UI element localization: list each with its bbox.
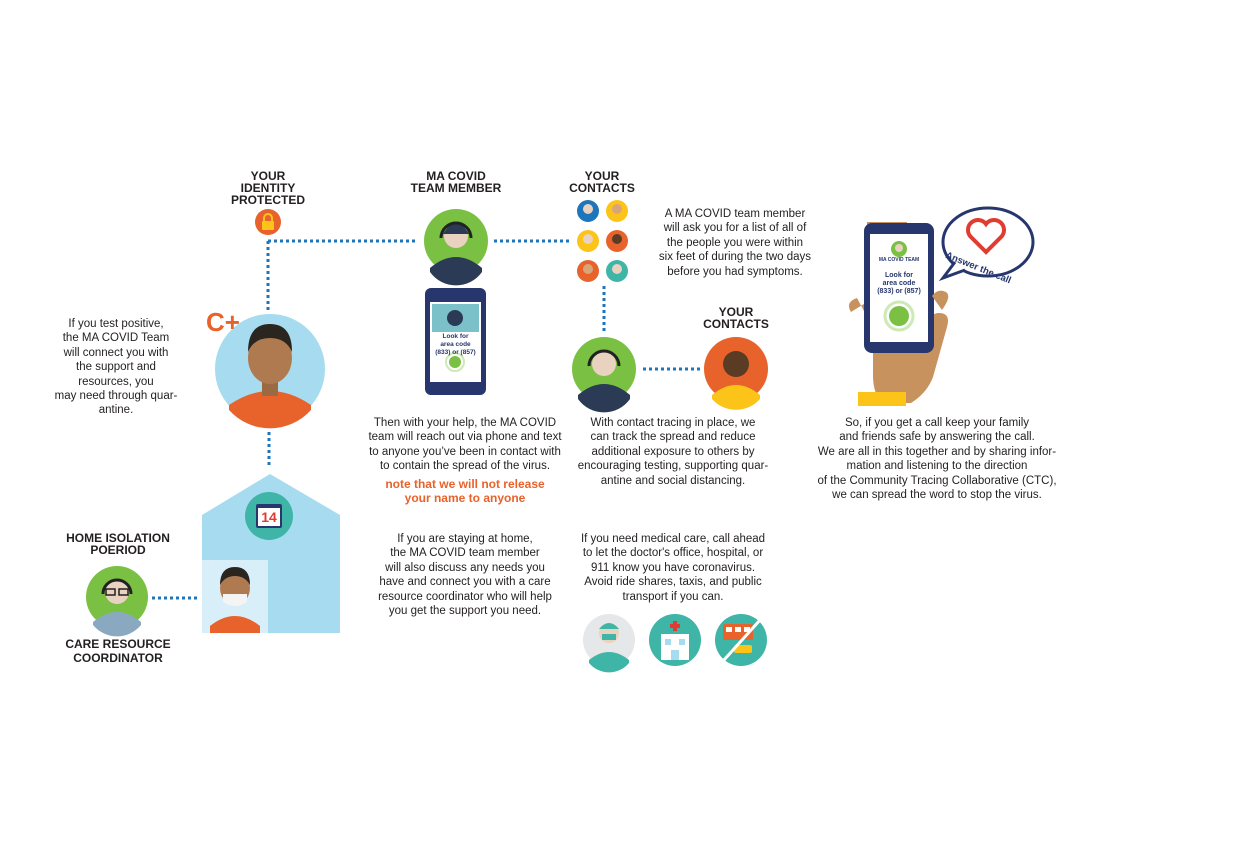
phone-line-2: area code xyxy=(440,341,471,348)
heart-icon xyxy=(966,218,1006,255)
identity-protected-label: YOUR IDENTITY PROTECTED xyxy=(230,169,305,207)
contact-tracer-avatar-icon xyxy=(572,337,636,413)
hand-phone-line-3: (833) or (857) xyxy=(877,288,921,295)
speech-bubble-icon xyxy=(938,206,1035,282)
test-positive-text: If you test positive, the MA COVID Team … xyxy=(54,318,178,417)
calendar-day: 14 xyxy=(261,509,277,525)
hand-phone-tag: MA COVID TEAM xyxy=(878,257,920,263)
no-transport-icon xyxy=(715,614,767,666)
contacts-top-label: YOUR CONTACTS xyxy=(569,169,635,195)
contact-avatar-icon xyxy=(704,337,768,410)
hand-phone-line-2: area code xyxy=(882,280,916,287)
staying-home-text: If you are staying at home, the MA COVID… xyxy=(378,533,552,618)
patient-avatar-icon xyxy=(215,314,325,429)
hospital-icon xyxy=(649,614,701,666)
contact-tracing-text: With contact tracing in place, we can tr… xyxy=(577,417,769,487)
ask-list-text: A MA COVID team member will ask you for … xyxy=(658,208,812,278)
team-member-avatar-icon xyxy=(424,209,488,286)
phone-line-1: Look for xyxy=(442,333,469,340)
c-plus-badge: C+ xyxy=(206,307,240,337)
phone-screen-text: Look for area code (833) or (857) xyxy=(430,333,481,357)
hand-phone-line-1: Look for xyxy=(885,272,913,279)
doctor-icon xyxy=(583,614,635,673)
care-coordinator-avatar-icon xyxy=(86,566,148,637)
hand-phone-screen-text: Look for area code (833) or (857) xyxy=(870,272,928,296)
contacts-mid-label: YOUR CONTACTS xyxy=(703,305,769,331)
home-icon xyxy=(202,474,340,633)
contacts-grid-icon xyxy=(577,200,628,282)
get-call-text: So, if you get a call keep your family a… xyxy=(817,417,1057,502)
lock-icon xyxy=(255,209,281,235)
team-member-label: MA COVID TEAM MEMBER xyxy=(410,169,502,195)
reach-out-text: Then with your help, the MA COVID team w… xyxy=(368,417,562,473)
phone-line-3: (833) or (857) xyxy=(435,349,476,356)
phone-icon xyxy=(425,288,486,395)
medical-care-text: If you need medical care, call ahead to … xyxy=(580,533,766,603)
hand-phone-icon xyxy=(849,222,949,406)
care-coordinator-label: CARE RESOURCE COORDINATOR xyxy=(65,637,171,665)
privacy-note: note that we will not release your name … xyxy=(385,477,545,505)
home-isolation-label: HOME ISOLATION POERIOD xyxy=(66,531,170,557)
